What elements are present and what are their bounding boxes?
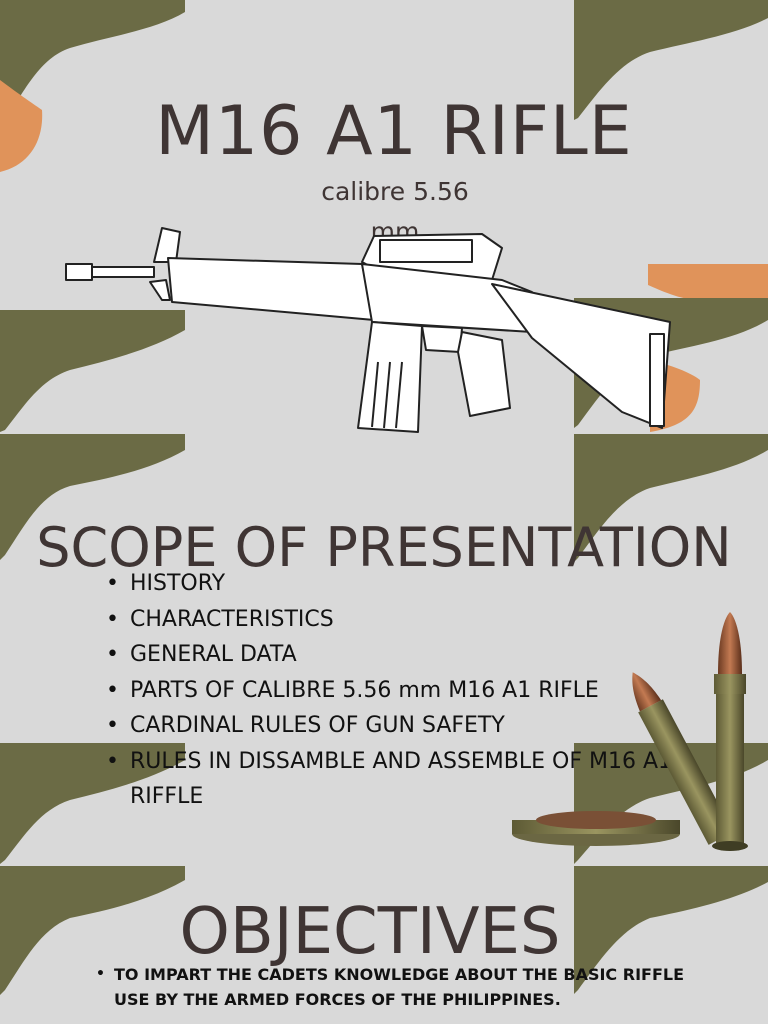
section-title-objectives: OBJECTIVES bbox=[179, 895, 561, 969]
list-item: HISTORY bbox=[104, 566, 684, 602]
objectives-list: TO IMPART THE CADETS KNOWLEDGE ABOUT THE… bbox=[96, 962, 716, 1012]
scope-list: HISTORY CHARACTERISTICS GENERAL DATA PAR… bbox=[104, 566, 684, 815]
list-item: CHARACTERISTICS bbox=[104, 602, 684, 638]
ammunition-illustration bbox=[512, 612, 748, 851]
list-item: CARDINAL RULES OF GUN SAFETY bbox=[104, 708, 684, 744]
list-item: GENERAL DATA bbox=[104, 637, 684, 673]
rifle-illustration bbox=[65, 227, 671, 433]
list-item: TO IMPART THE CADETS KNOWLEDGE ABOUT THE… bbox=[96, 962, 716, 1012]
list-item: RULES IN DISSAMBLE AND ASSEMBLE OF M16 A… bbox=[104, 744, 684, 815]
list-item: PARTS OF CALIBRE 5.56 mm M16 A1 RIFLE bbox=[104, 673, 684, 709]
slide-subtitle: calibre 5.56 mm bbox=[321, 177, 469, 246]
slide-title: M16 A1 RIFLE bbox=[155, 92, 633, 171]
